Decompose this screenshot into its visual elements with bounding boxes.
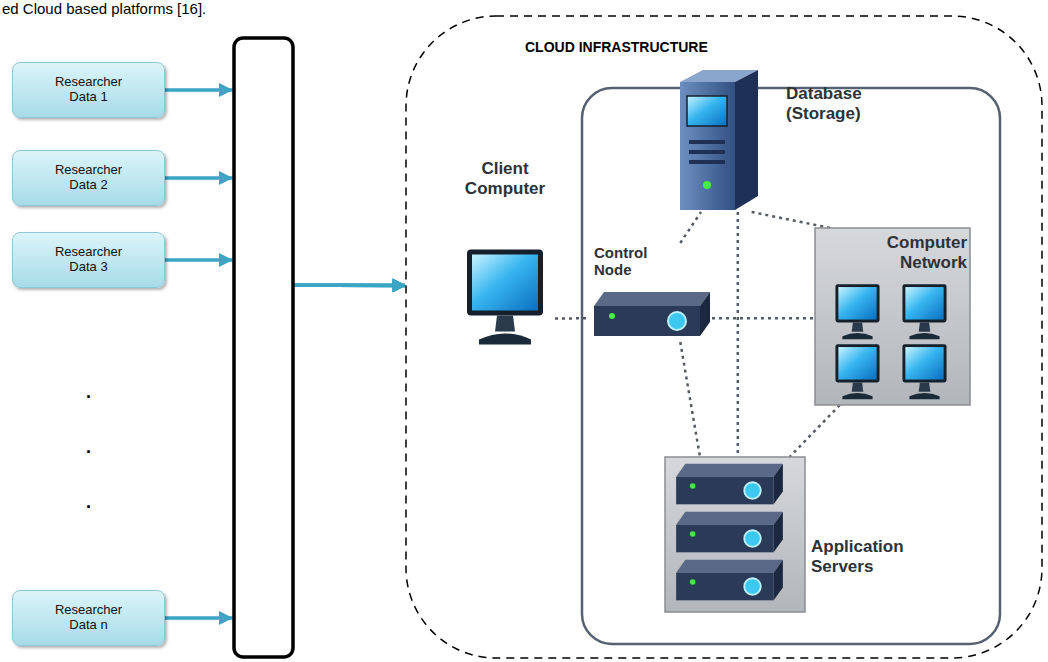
ellipsis-dot: .	[86, 492, 91, 513]
network-panel	[815, 228, 970, 405]
node-label: CLOUD INFRASTRUCTURE	[525, 39, 745, 55]
node-label: Application Servers	[811, 537, 923, 576]
network-link	[680, 212, 701, 243]
node-label: Researcher Data 3	[47, 245, 131, 275]
node-label: Researcher Data 2	[47, 163, 131, 193]
node-label: Control Node	[594, 244, 668, 279]
network-monitors	[835, 284, 946, 399]
researcher-box: Researcher Data 2	[12, 150, 165, 206]
network-link	[712, 317, 815, 320]
servers-panel	[665, 457, 805, 612]
researcher-box: Researcher Data 1	[12, 62, 165, 118]
server-icons	[676, 464, 783, 600]
collector-bar	[234, 38, 293, 657]
database-storage: Database (Storage)	[678, 68, 908, 212]
bar-arrowheads	[219, 83, 233, 625]
node-label: Researcher Data 1	[47, 75, 131, 105]
cloud-outline-path	[406, 16, 1042, 658]
client-computer: Client Computer	[455, 155, 555, 352]
network-link	[555, 317, 590, 320]
node-label: Computer Network	[863, 233, 967, 272]
application-servers: Application Servers	[665, 457, 805, 612]
client-monitor-icon	[467, 250, 543, 345]
network-link	[680, 342, 700, 457]
computer-network: Computer Network	[815, 228, 970, 405]
body-text-fragment: ed Cloud based platforms [16].	[2, 0, 206, 17]
ellipsis-dot: .	[86, 437, 91, 458]
control-node: Control Node	[590, 243, 712, 342]
infrastructure-frame	[582, 88, 1000, 644]
database-icon	[680, 70, 758, 210]
researcher-box: Researcher Data n	[12, 590, 165, 646]
node-label: Database (Storage)	[786, 84, 904, 123]
cloud-outline	[405, 15, 1043, 659]
node-label: Researcher Data n	[47, 603, 131, 633]
network-link	[790, 405, 840, 457]
ellipsis-dot: .	[86, 382, 91, 403]
network-link	[752, 212, 831, 228]
network-link	[737, 212, 740, 457]
researcher-box: Researcher Data 3	[12, 232, 165, 288]
control-node-icon	[594, 292, 710, 336]
node-label: Client Computer	[455, 159, 555, 198]
cloud-region: CLOUD INFRASTRUCTURE Client Computer Datab…	[405, 15, 1043, 659]
